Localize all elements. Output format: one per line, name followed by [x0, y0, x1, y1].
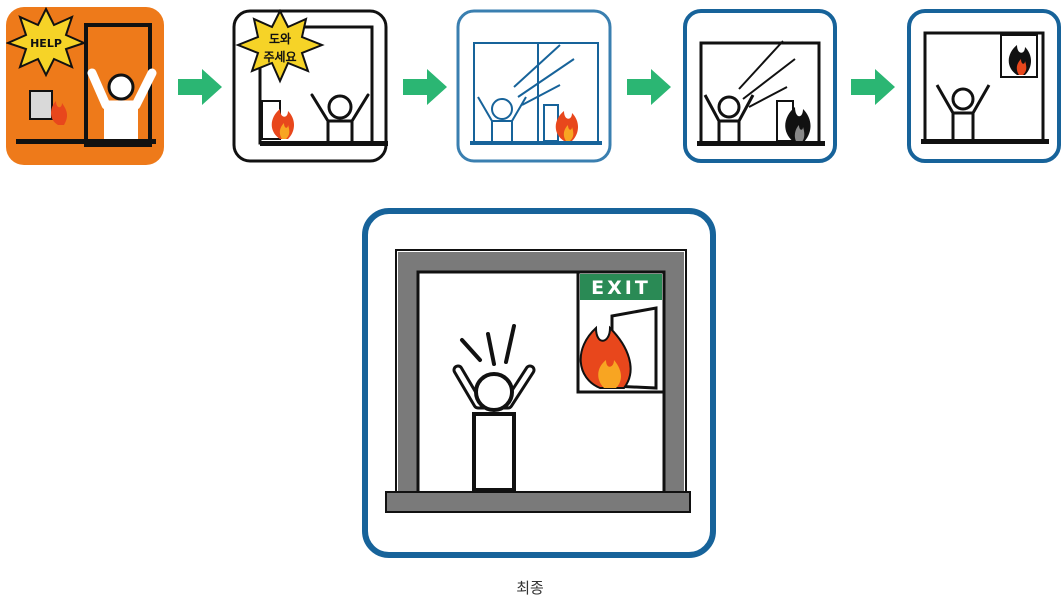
caption-text: 최종 — [480, 577, 580, 598]
help-text-line2: 주세요 — [263, 49, 296, 64]
step-1-panel: HELP — [6, 7, 164, 165]
step-4-illustration — [683, 9, 837, 163]
step-5-illustration — [907, 9, 1061, 163]
step-5-panel — [907, 9, 1061, 163]
step-3-panel — [456, 9, 612, 163]
final-illustration: EXIT — [362, 208, 716, 558]
help-text: HELP — [30, 37, 62, 50]
step-2-panel: 도와 주세요 — [232, 9, 388, 163]
exit-sign-text: EXIT — [591, 277, 651, 299]
step-4-panel — [683, 9, 837, 163]
arrow-right-icon — [178, 67, 222, 107]
final-panel: EXIT — [362, 208, 716, 558]
step-3-illustration — [456, 9, 612, 163]
arrow-right-icon — [403, 67, 447, 107]
step-2-illustration: 도와 주세요 — [232, 9, 388, 163]
help-text-line1: 도와 — [269, 31, 291, 46]
arrow-right-icon — [851, 67, 895, 107]
step-1-illustration: HELP — [6, 7, 164, 165]
arrow-right-icon — [627, 67, 671, 107]
